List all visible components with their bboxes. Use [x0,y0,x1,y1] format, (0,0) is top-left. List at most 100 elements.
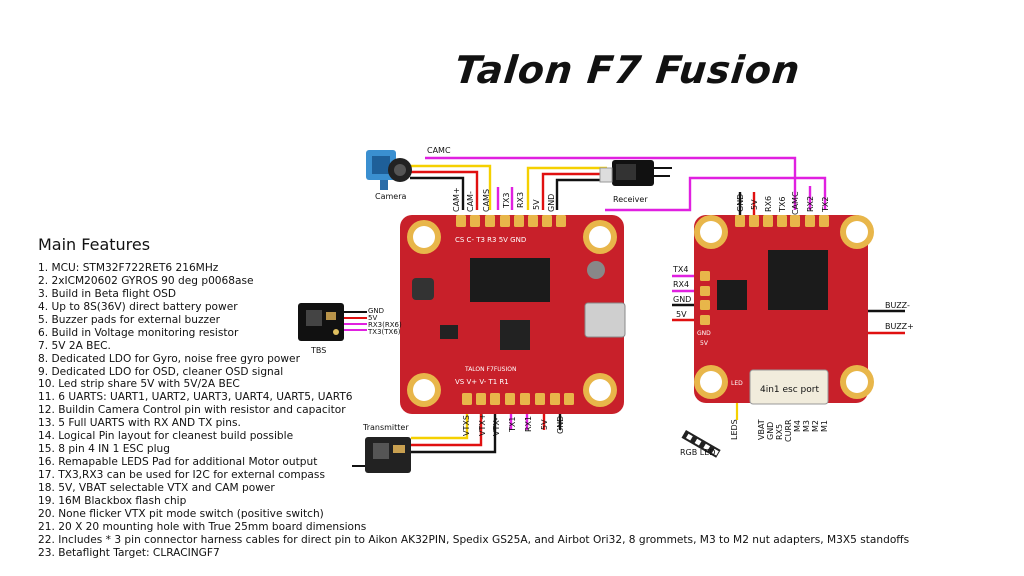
fc-silk-top: CS C- T3 R3 5V GND [455,236,527,244]
tbs-pin-label: GND [368,307,385,315]
fc-bottom-pad [505,393,515,405]
fc-bottom-pin-label: TX1 [508,416,517,432]
esc-bottom-pin-label: M2 [811,420,820,432]
fc-bottom-pin-label: 5V [540,419,549,430]
feature-item: 23. Betaflight Target: CLRACINGF7 [38,546,220,559]
features-heading: Main Features [38,235,151,254]
fc-top-pin-label: RX3 [516,191,525,208]
fc-bottom-pin-label: VTXS [462,415,471,436]
fc-top-pads [456,215,566,227]
tbs-wires [344,311,367,331]
feature-item: 20. None flicker VTX pit mode switch (po… [38,507,324,520]
esc-top-pads [735,215,829,227]
fc-top-pad [542,215,552,227]
fc-bottom-pad [462,393,472,405]
esc-top-pad [819,215,829,227]
fc-bottom-pad [564,393,574,405]
pdb-board [694,215,874,405]
esc-left-pin-label: 5V [676,310,687,319]
fc-top-pin-label: CAM+ [452,187,461,212]
esc-bottom-pin-label: GND [766,421,775,440]
fc-bottom-pad [550,393,560,405]
esc-left-pin-label: RX4 [673,280,690,289]
camera-wires [410,164,492,210]
esc-left-pads [700,271,710,325]
esc-top-pad [777,215,787,227]
fc-top-pad [556,215,566,227]
esc-left-pad [700,286,710,296]
receiver-wires [496,166,607,210]
flight-controller-board [400,215,626,414]
rgb-led-label: RGB LED [680,448,716,457]
buzz-plus-label: BUZZ+ [885,322,914,331]
esc-top-pin-label: RX6 [764,195,773,212]
esc-silk-gnd: GND [697,330,711,337]
esc-silk-5v: 5V [700,340,708,347]
feature-item: 7. 5V 2A BEC. [38,339,111,352]
buzz-minus-label: BUZZ- [885,301,910,310]
esc-top-pad [763,215,773,227]
esc-left-pin-label: TX4 [673,265,689,274]
esc-port-label: 4in1 esc port [760,385,820,395]
tbs-pin-label: TX3(TX6) [368,328,401,336]
fc-top-pad [500,215,510,227]
esc-top-pin-label: GND [736,193,745,212]
feature-item: 16. Remapable LEDS Pad for additional Mo… [38,456,318,469]
transmitter-label: Transmitter [363,423,409,432]
feature-item: 8. Dedicated LDO for Gyro, noise free gy… [38,352,300,365]
camera-icon [366,150,412,190]
fc-top-pin-label: CAM- [466,191,475,212]
fc-bottom-pad [520,393,530,405]
fc-top-pin-label: 5V [532,199,541,210]
feature-item: 6. Build in Voltage monitoring resistor [38,326,239,339]
feature-item: 4. Up to 8S(36V) direct battery power [38,300,238,313]
esc-bottom-pin-label: RX5 [775,423,784,440]
feature-item: 13. 5 Full UARTS with RX AND TX pins. [38,417,241,430]
esc-left-pad [700,300,710,310]
receiver-label: Receiver [613,195,648,204]
feature-item: 21. 20 X 20 mounting hole with True 25mm… [38,520,367,533]
fc-top-pad [456,215,466,227]
fc-bottom-pad [535,393,545,405]
esc-bottom-pin-label: LEDS [730,419,739,440]
feature-item: 18. 5V, VBAT selectable VTX and CAM powe… [38,481,275,494]
esc-top-pad [749,215,759,227]
fc-top-pad [514,215,524,227]
esc-top-pin-label: 5V [750,199,759,210]
fc-bottom-pin-label: GND [556,415,565,434]
fc-top-pad [485,215,495,227]
tbs-pin-label: RX3(RX6) [368,321,402,329]
esc-top-pad [790,215,800,227]
camc-top-label: CAMC [427,146,451,155]
fc-bottom-pad [476,393,486,405]
fc-top-pin-label: GND [547,193,556,212]
feature-item: 12. Buildin Camera Control pin with resi… [38,404,346,417]
fc-silk-bottom: VS V+ V- T1 R1 [455,378,509,386]
feature-item: 17. TX3,RX3 can be used for I2C for exte… [38,469,325,481]
receiver-icon [599,160,672,186]
esc-silk-led: LED [731,380,743,387]
esc-top-pad [805,215,815,227]
rgb-led-strip [681,430,721,458]
esc-bottom-pin-label: M3 [802,420,811,432]
tbs-module-icon [298,303,344,341]
esc-top-pin-label: RX2 [806,195,815,212]
feature-item: 22. Includes * 3 pin connector harness c… [38,533,910,546]
fc-bottom-pin-label: RX1 [524,415,533,432]
fc-bottom-pads [462,393,574,405]
esc-bottom-pin-label: VBAT [757,419,766,440]
esc-top-pin-label: TX6 [778,196,787,212]
fc-top-pad [528,215,538,227]
feature-item: 1. MCU: STM32F722RET6 216MHz [38,262,219,274]
fc-bottom-pin-label: VTX+ [478,413,487,436]
esc-bottom-pin-label: M4 [793,420,802,432]
esc-left-pad [700,315,710,325]
esc-left-pin-label: GND [673,295,692,304]
fc-top-pin-label: CAMS [482,188,491,212]
feature-item: 14. Logical Pin layout for cleanest buil… [38,430,294,443]
buzzer-wires [862,309,905,335]
camc-wire [425,156,797,210]
